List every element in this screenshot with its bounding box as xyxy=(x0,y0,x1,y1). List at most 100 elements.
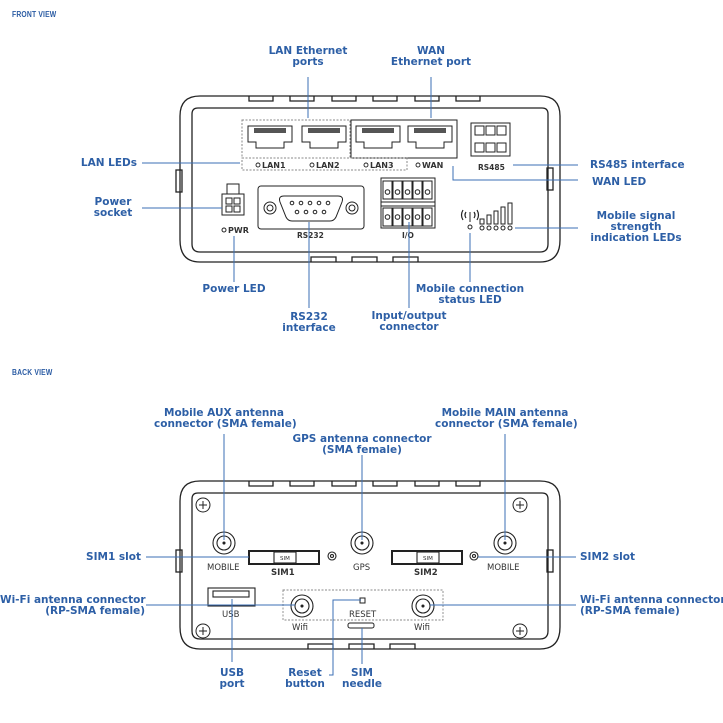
callout-line: WAN xyxy=(416,45,446,57)
antenna-icon xyxy=(460,209,480,222)
callout-line: USB xyxy=(219,667,245,679)
callout-line: Mobile connection xyxy=(415,283,525,295)
front-chassis xyxy=(175,95,561,263)
ethernet-ports xyxy=(241,119,458,171)
power-socket xyxy=(221,183,245,233)
callout-line: SIM xyxy=(351,667,373,679)
sim2-slot xyxy=(391,550,463,565)
callout-line: Mobile signal xyxy=(596,210,676,222)
callout-line: needle xyxy=(342,678,382,690)
callout-line: Reset xyxy=(288,667,322,679)
callout-line: (SMA female) xyxy=(322,444,402,456)
sim-needle-hole xyxy=(347,622,375,629)
lan3-port xyxy=(355,125,401,149)
lan1-led xyxy=(255,162,261,168)
callout-gps-antenna: GPS antenna connector(SMA female) xyxy=(292,434,432,456)
callout-line: Ethernet port xyxy=(390,56,472,68)
callout-line: indication LEDs xyxy=(590,232,682,244)
lan1-label: LAN1 xyxy=(262,161,286,170)
callout-wan-led: WAN LED xyxy=(592,177,646,188)
rs232-connector xyxy=(257,185,365,230)
lan2-led xyxy=(309,162,315,168)
screw-icon xyxy=(512,497,528,513)
rs485-connector xyxy=(470,122,511,157)
callout-line: port xyxy=(219,678,245,690)
wifi-right-label: Wifi xyxy=(414,623,430,633)
screw-icon xyxy=(512,623,528,639)
sim2-label: SIM2 xyxy=(414,568,438,578)
callout-line: (RP-SMA female) xyxy=(580,605,680,617)
screws xyxy=(195,497,528,639)
callout-line: button xyxy=(285,678,325,690)
callout-line: socket xyxy=(93,207,133,219)
mobile-status-led xyxy=(467,224,473,230)
wifi-right-connector xyxy=(411,594,435,618)
io-connector xyxy=(380,177,436,229)
lan2-port xyxy=(301,125,347,149)
mobile-left-label: MOBILE xyxy=(207,563,239,573)
callout-line: SIM2 slot xyxy=(580,551,635,563)
pwr-label: PWR xyxy=(228,226,249,235)
callout-line: SIM1 slot xyxy=(86,551,141,563)
callout-line: connector xyxy=(379,321,439,333)
rs485-label: RS485 xyxy=(478,163,505,172)
front-leader-lines xyxy=(142,77,578,308)
reset-label: RESET xyxy=(349,610,377,620)
callout-power-led: Power LED xyxy=(195,284,273,295)
io-label: I/O xyxy=(402,231,414,240)
callout-line: connector (SMA female) xyxy=(435,418,578,430)
callout-line: RS232 xyxy=(290,311,328,323)
callout-line: LAN Ethernet xyxy=(268,45,348,57)
screw-icon xyxy=(195,497,211,513)
callout-line: LAN LEDs xyxy=(80,157,137,169)
callout-line: Mobile MAIN antenna xyxy=(441,407,569,419)
callout-lan-leds: LAN LEDs xyxy=(40,158,137,169)
callout-wifi-left-antenna: Wi-Fi antenna connector(RP-SMA female) xyxy=(0,594,146,617)
callout-line: RS485 interface xyxy=(590,159,685,171)
lan1-port xyxy=(247,125,293,149)
callout-line: (RP-SMA female) xyxy=(45,605,145,617)
callout-line: Power xyxy=(94,196,132,208)
wan-led xyxy=(415,162,421,168)
lan2-label: LAN2 xyxy=(316,161,340,170)
power-led xyxy=(221,227,227,233)
sim1-label: SIM1 xyxy=(271,568,295,578)
wan-label: WAN xyxy=(422,161,443,170)
wan-port xyxy=(407,125,453,149)
callout-line: Wi-Fi antenna connector xyxy=(580,594,723,606)
callout-line: Wi-Fi antenna connector xyxy=(0,594,146,606)
back-view-title: BACK VIEW xyxy=(12,368,53,377)
sim1-tag: SIM xyxy=(280,556,290,562)
wifi-left-connector xyxy=(290,594,314,618)
screw-icon xyxy=(195,623,211,639)
gps-label: GPS xyxy=(353,563,370,573)
callout-rs485-interface: RS485 interface xyxy=(590,160,685,171)
wifi-left-label: Wifi xyxy=(292,623,308,633)
mobile-right-label: MOBILE xyxy=(487,563,519,573)
callout-line: ports xyxy=(292,56,324,68)
callout-line: WAN LED xyxy=(592,176,647,188)
callout-line: GPS antenna connector xyxy=(292,433,432,445)
callout-line: Input/output xyxy=(371,310,447,322)
antenna-connectors xyxy=(212,531,517,621)
callout-line: Power LED xyxy=(202,283,266,295)
back-leader-lines xyxy=(146,434,576,676)
callout-wifi-right-antenna: Wi-Fi antenna connector(RP-SMA female) xyxy=(580,595,723,617)
callout-line: interface xyxy=(282,322,336,334)
signal-leds xyxy=(460,202,513,231)
callout-line: strength xyxy=(610,221,662,233)
